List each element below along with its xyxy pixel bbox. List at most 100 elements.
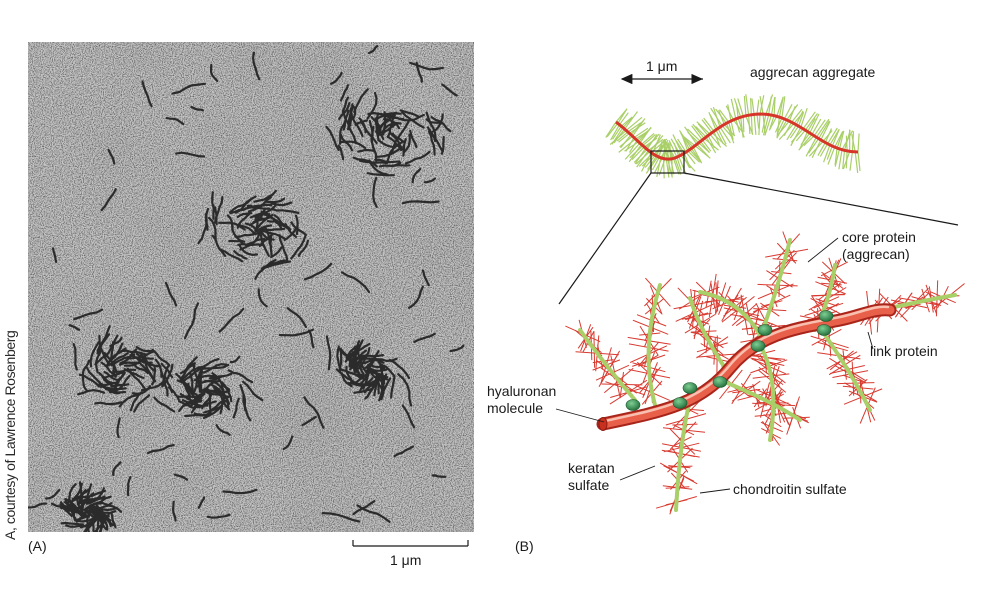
strand bbox=[353, 387, 374, 394]
strand bbox=[354, 119, 368, 126]
aggregate-bristle bbox=[641, 153, 655, 167]
link-protein bbox=[816, 324, 832, 336]
link-protein bbox=[682, 382, 698, 394]
aggregate-bristle bbox=[715, 108, 727, 124]
strand bbox=[372, 176, 378, 208]
strand bbox=[196, 358, 220, 369]
core-protein-label: core protein bbox=[842, 229, 916, 245]
aggregate-bristle bbox=[743, 95, 747, 116]
strand bbox=[154, 358, 163, 378]
strand bbox=[349, 107, 353, 127]
aggregate-bristle bbox=[697, 123, 709, 136]
aggregate-bristle bbox=[662, 139, 669, 160]
strand bbox=[342, 109, 357, 144]
strand bbox=[377, 361, 396, 378]
aggregate-bristle bbox=[719, 126, 731, 144]
strand bbox=[367, 363, 386, 370]
strand bbox=[390, 375, 396, 399]
strand bbox=[105, 388, 127, 394]
aggregate-bristle bbox=[800, 132, 811, 146]
strand bbox=[105, 334, 119, 357]
strand bbox=[153, 396, 176, 413]
aggregate-bristle bbox=[656, 140, 663, 157]
aggregate-bristle bbox=[719, 109, 730, 123]
strand bbox=[397, 373, 413, 407]
aggregate-bristle bbox=[783, 104, 793, 120]
strand bbox=[357, 149, 376, 153]
aggregate-bristle bbox=[820, 121, 831, 141]
strand bbox=[413, 332, 436, 343]
strand bbox=[45, 489, 61, 500]
aggregate-bristle bbox=[618, 132, 630, 143]
aggregate-bristle bbox=[811, 118, 822, 135]
strand bbox=[246, 203, 273, 208]
strand bbox=[190, 106, 204, 112]
aggregate-bristle bbox=[647, 155, 658, 170]
aggregate-bristle bbox=[827, 146, 836, 165]
aggregate-bristle bbox=[725, 122, 735, 144]
strand bbox=[171, 82, 206, 95]
aggregate-bristle bbox=[857, 151, 861, 172]
aggregate-bristle bbox=[773, 96, 776, 116]
strand bbox=[151, 348, 171, 367]
aggregate-bristle bbox=[842, 151, 851, 170]
strand bbox=[366, 172, 395, 177]
aggregate-bristle bbox=[788, 105, 796, 122]
aggregate-bristle bbox=[800, 108, 808, 128]
strand bbox=[428, 128, 444, 153]
strand bbox=[238, 244, 259, 257]
strand bbox=[352, 156, 378, 168]
strand bbox=[375, 372, 385, 393]
aggregate-bristle bbox=[842, 150, 846, 170]
strand bbox=[171, 500, 177, 522]
keratan-label-1: keratan bbox=[568, 460, 615, 476]
strand bbox=[203, 380, 224, 391]
strand bbox=[73, 308, 104, 321]
strand bbox=[431, 474, 447, 478]
strand bbox=[378, 119, 387, 136]
strand bbox=[164, 281, 178, 307]
core-protein bbox=[758, 343, 776, 442]
strand bbox=[196, 370, 204, 388]
strand bbox=[303, 262, 333, 281]
aggregate-bristle bbox=[670, 138, 682, 156]
strand bbox=[178, 399, 203, 412]
aggregate-bristle bbox=[620, 116, 633, 127]
aggregate-bristle bbox=[836, 131, 844, 149]
aggregate-bristle bbox=[721, 125, 732, 137]
aggregate-bristle bbox=[701, 119, 713, 133]
strand bbox=[352, 500, 376, 516]
aggregate-bristle bbox=[610, 124, 621, 141]
strand bbox=[336, 345, 342, 371]
aggregate-bristles bbox=[605, 94, 861, 179]
strand bbox=[133, 364, 149, 375]
aggregate-bristle bbox=[632, 120, 644, 137]
aggregate-bristle bbox=[709, 114, 719, 129]
aggregate-bristle bbox=[750, 98, 752, 115]
aggregate-bristle bbox=[692, 146, 702, 163]
strand bbox=[228, 239, 246, 243]
hyaluronan-label-2: molecule bbox=[487, 400, 544, 416]
strand bbox=[229, 355, 241, 364]
strand bbox=[202, 363, 228, 374]
strand bbox=[213, 195, 224, 224]
strand bbox=[254, 212, 262, 233]
strand bbox=[208, 216, 217, 241]
strand bbox=[430, 116, 452, 133]
strand bbox=[421, 269, 430, 287]
aggregate-bristle bbox=[663, 139, 676, 159]
strand bbox=[242, 380, 264, 402]
strand bbox=[227, 369, 254, 384]
core-protein bbox=[698, 290, 762, 337]
strand bbox=[431, 113, 444, 133]
strand bbox=[374, 158, 401, 164]
aggregate-bristle bbox=[687, 131, 700, 144]
strand bbox=[218, 221, 246, 231]
aggregate-bristle bbox=[627, 122, 642, 133]
strand bbox=[301, 415, 317, 427]
strand bbox=[111, 342, 124, 361]
strand bbox=[89, 489, 106, 498]
aggregate-bristle bbox=[834, 147, 838, 166]
strand bbox=[219, 388, 226, 415]
aggregate-bristle bbox=[753, 114, 757, 135]
